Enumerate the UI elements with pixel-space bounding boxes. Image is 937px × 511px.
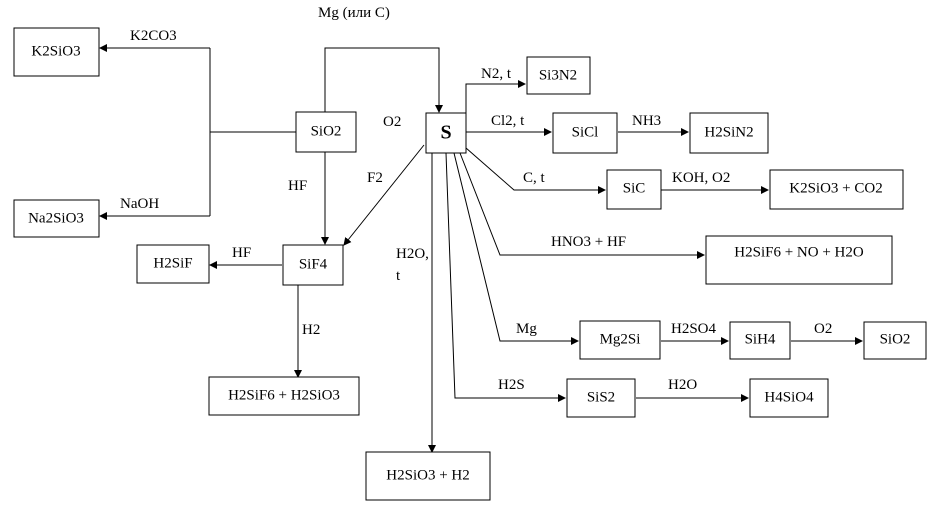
label-h2o-line2: t — [396, 268, 401, 284]
box-sif4-text: SiF4 — [299, 256, 328, 272]
box-sio2-right: SiO2 — [863, 321, 927, 360]
arrow-s-to-mg2si — [453, 152, 579, 345]
label-hf-left: HF — [232, 245, 251, 261]
arrow-s-to-sic — [465, 147, 606, 194]
box-sih4: SiH4 — [729, 321, 791, 360]
box-na2sio3-text: Na2SiO3 — [28, 210, 84, 226]
label-h2so4: H2SO4 — [671, 321, 717, 337]
box-sis2-text: SiS2 — [587, 389, 615, 405]
label-nh3: NH3 — [632, 113, 661, 129]
box-h2sin2: H2SiN2 — [689, 112, 769, 154]
box-s-center: S — [425, 112, 467, 154]
label-mg-or-c: Mg (или C) — [318, 5, 390, 21]
label-h2s: H2S — [498, 377, 525, 393]
box-h2sif: H2SiF — [136, 244, 210, 284]
box-na2sio3: Na2SiO3 — [13, 199, 100, 238]
box-h2sif6-h2sio3: H2SiF6 + H2SiO3 — [208, 376, 360, 416]
box-h4sio4: H4SiO4 — [749, 378, 829, 418]
label-o2-top: O2 — [383, 114, 401, 130]
box-k2sio3: K2SiO3 — [13, 27, 100, 77]
box-h2sif6-h2sio3-text: H2SiF6 + H2SiO3 — [228, 387, 340, 403]
box-sih4-text: SiH4 — [745, 331, 776, 347]
arrow-s-to-sis2 — [445, 152, 566, 402]
arrow-s-to-h2sif6no — [459, 152, 705, 259]
label-o2-right: O2 — [814, 321, 832, 337]
reagent-labels: Mg (или C) K2CO3 NaOH O2 HF F2 HF H2O, t… — [120, 5, 832, 393]
label-f2: F2 — [367, 170, 383, 186]
label-k2co3: K2CO3 — [130, 28, 177, 44]
label-cl2-t: Cl2, t — [491, 113, 525, 129]
box-sicl-text: SiCl — [572, 124, 599, 140]
box-h2sin2-text: H2SiN2 — [704, 124, 753, 140]
connectors — [99, 44, 863, 453]
label-naoh: NaOH — [120, 196, 159, 212]
box-sif4: SiF4 — [282, 244, 344, 286]
label-h2o-line1: H2O, — [396, 246, 429, 262]
label-c-t: C, t — [523, 170, 546, 186]
box-s-center-text: S — [440, 122, 451, 144]
arrow-s-to-sif4 — [343, 144, 425, 246]
arrow-s-to-si3n2 — [465, 80, 526, 113]
box-sic: SiC — [606, 169, 662, 210]
label-hf-vertical: HF — [288, 178, 307, 194]
label-hno3-hf: HNO3 + HF — [551, 234, 626, 250]
label-n2-t: N2, t — [481, 66, 512, 82]
box-sio2-left: SiO2 — [295, 111, 357, 153]
box-mg2si: Mg2Si — [579, 320, 661, 360]
box-h2sif6-no-h2o-text: H2SiF6 + NO + H2O — [734, 244, 864, 260]
box-sic-text: SiC — [623, 180, 646, 196]
box-sio2-right-text: SiO2 — [880, 331, 911, 347]
box-h2sif6-no-h2o: H2SiF6 + NO + H2O — [705, 235, 893, 285]
label-h2-partial: H2 — [302, 322, 320, 338]
box-k2sio3-co2: K2SiO3 + CO2 — [769, 169, 904, 210]
box-sicl: SiCl — [552, 112, 618, 154]
box-h4sio4-text: H4SiO4 — [764, 389, 814, 405]
box-h2sif-text: H2SiF — [153, 255, 192, 271]
box-k2sio3-co2-text: K2SiO3 + CO2 — [789, 180, 882, 196]
label-mg: Mg — [516, 321, 537, 337]
box-h2sio3-h2-text: H2SiO3 + H2 — [386, 467, 469, 483]
box-k2sio3-text: K2SiO3 — [31, 43, 80, 59]
box-sio2-left-text: SiO2 — [311, 123, 342, 139]
label-h2o-right: H2O — [668, 377, 697, 393]
box-h2sio3-h2: H2SiO3 + H2 — [365, 451, 491, 501]
box-si3n2: Si3N2 — [526, 56, 591, 95]
box-si3n2-text: Si3N2 — [539, 67, 577, 83]
label-koh-o2: KOH, O2 — [672, 170, 730, 186]
box-mg2si-text: Mg2Si — [600, 331, 641, 347]
box-sis2: SiS2 — [566, 378, 636, 418]
arrow-sio2-to-s — [324, 47, 443, 113]
